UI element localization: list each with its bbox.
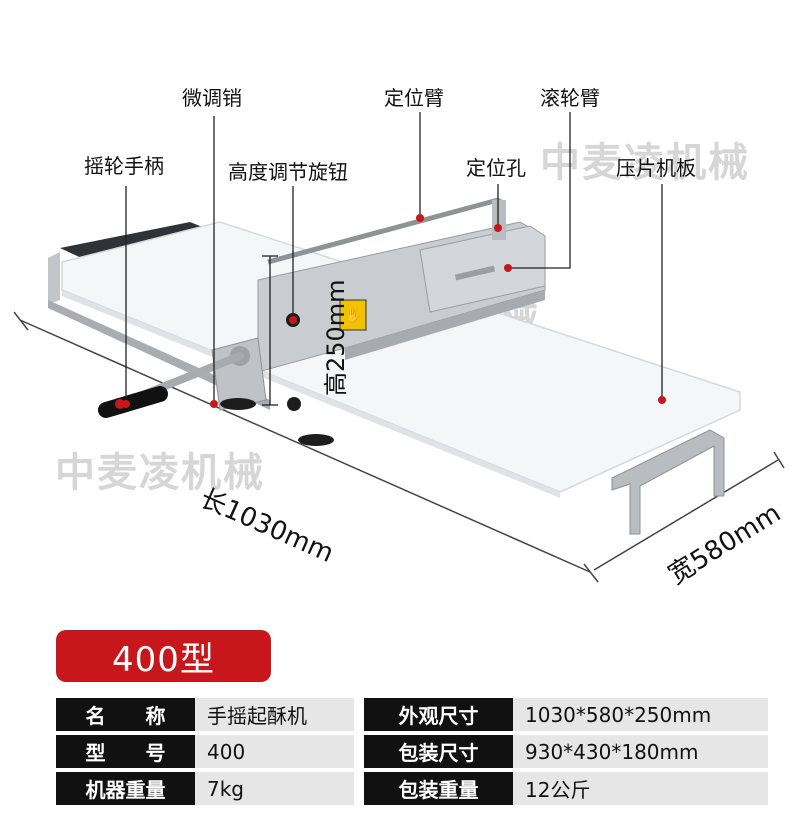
side-gear-plate	[211, 337, 267, 411]
callout-position-arm: 定位臂	[384, 86, 444, 110]
callout-position-hole: 定位孔	[466, 156, 526, 180]
suction-foot	[220, 398, 256, 410]
right-support-leg	[611, 429, 725, 535]
length-dimension-line	[19, 319, 591, 573]
height-knob-lower	[287, 397, 301, 411]
spec-row: 型 号 400 包装尺寸 930*430*180mm	[56, 735, 768, 768]
spec-row: 名 称 手摇起酥机 外观尺寸 1030*580*250mm	[56, 698, 768, 731]
spec-row: 机器重量 7kg 包装重量 12公斤	[56, 772, 768, 805]
spec-label: 机器重量	[56, 772, 195, 805]
callout-height-knob: 高度调节旋钮	[228, 160, 348, 184]
spec-label: 包装尺寸	[364, 735, 513, 768]
spec-value: 1030*580*250mm	[513, 698, 768, 731]
left-frame	[48, 252, 60, 304]
model-badge: 400型	[56, 630, 271, 682]
spec-value: 400	[195, 735, 354, 768]
spec-value: 12公斤	[513, 772, 768, 805]
watermark: 中麦凌机械	[540, 140, 750, 186]
callout-roller-arm: 滚轮臂	[540, 86, 600, 110]
position-arm-rod	[267, 197, 499, 265]
warning-sticker	[339, 299, 367, 331]
suction-foot	[298, 434, 334, 446]
callout-press-board: 压片机板	[616, 156, 696, 180]
spec-value: 930*430*180mm	[513, 735, 768, 768]
spec-table: 名 称 手摇起酥机 外观尺寸 1030*580*250mm 型 号 400 包装…	[56, 694, 768, 809]
spec-label: 外观尺寸	[364, 698, 513, 731]
back-tray	[60, 222, 210, 262]
callout-fine-pin: 微调销	[182, 86, 242, 110]
height-dimension-label: 高250mm	[322, 279, 350, 396]
spec-label: 型 号	[56, 735, 195, 768]
callout-crank-handle: 摇轮手柄	[84, 154, 164, 178]
watermark: 中麦凌机械	[55, 450, 265, 496]
spec-label: 名 称	[56, 698, 195, 731]
spec-value: 7kg	[195, 772, 354, 805]
width-dimension-line	[593, 459, 779, 571]
crank-handle-grip	[98, 386, 168, 418]
spec-label: 包装重量	[364, 772, 513, 805]
machine-drawing: ✋	[13, 112, 785, 583]
spec-value: 手摇起酥机	[195, 698, 354, 731]
svg-text:✋: ✋	[344, 307, 361, 324]
